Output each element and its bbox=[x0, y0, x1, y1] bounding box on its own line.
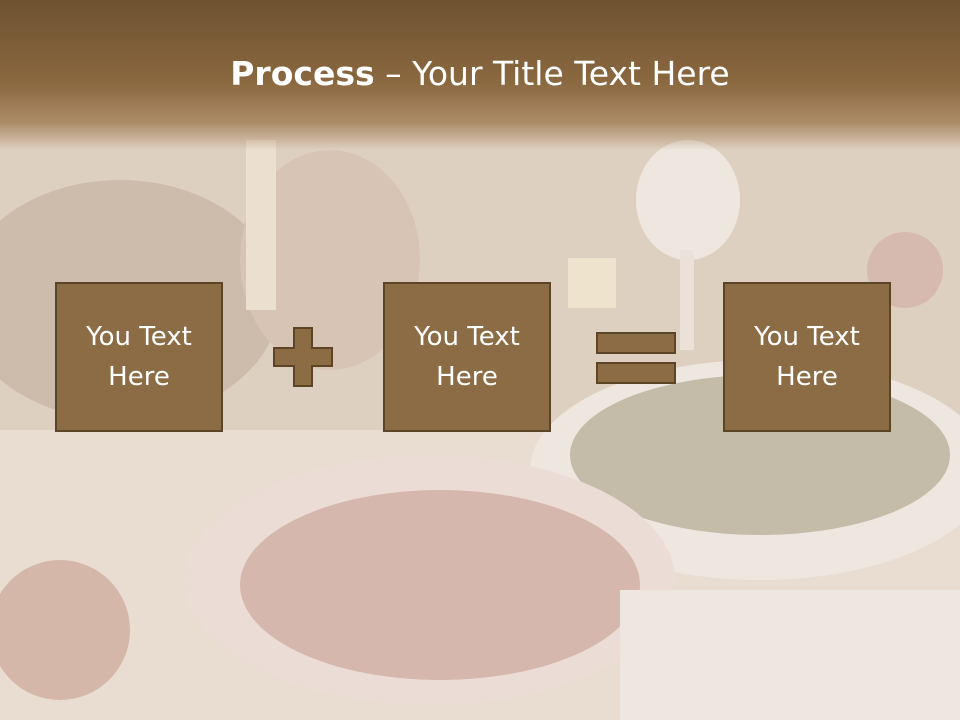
process-box-label: You Text Here bbox=[86, 322, 192, 392]
process-box-1[interactable]: You Text Here bbox=[55, 282, 223, 432]
plus-icon bbox=[273, 327, 333, 387]
process-box-label: You Text Here bbox=[754, 322, 860, 392]
title-bar bbox=[0, 0, 960, 150]
title-rest-part: – Your Title Text Here bbox=[374, 54, 730, 93]
title-bold-part: Process bbox=[230, 54, 375, 93]
process-box-3[interactable]: You Text Here bbox=[723, 282, 891, 432]
process-box-2[interactable]: You Text Here bbox=[383, 282, 551, 432]
equals-icon bbox=[596, 332, 676, 384]
slide-title[interactable]: Process – Your Title Text Here bbox=[0, 52, 960, 96]
process-box-label: You Text Here bbox=[414, 322, 520, 392]
